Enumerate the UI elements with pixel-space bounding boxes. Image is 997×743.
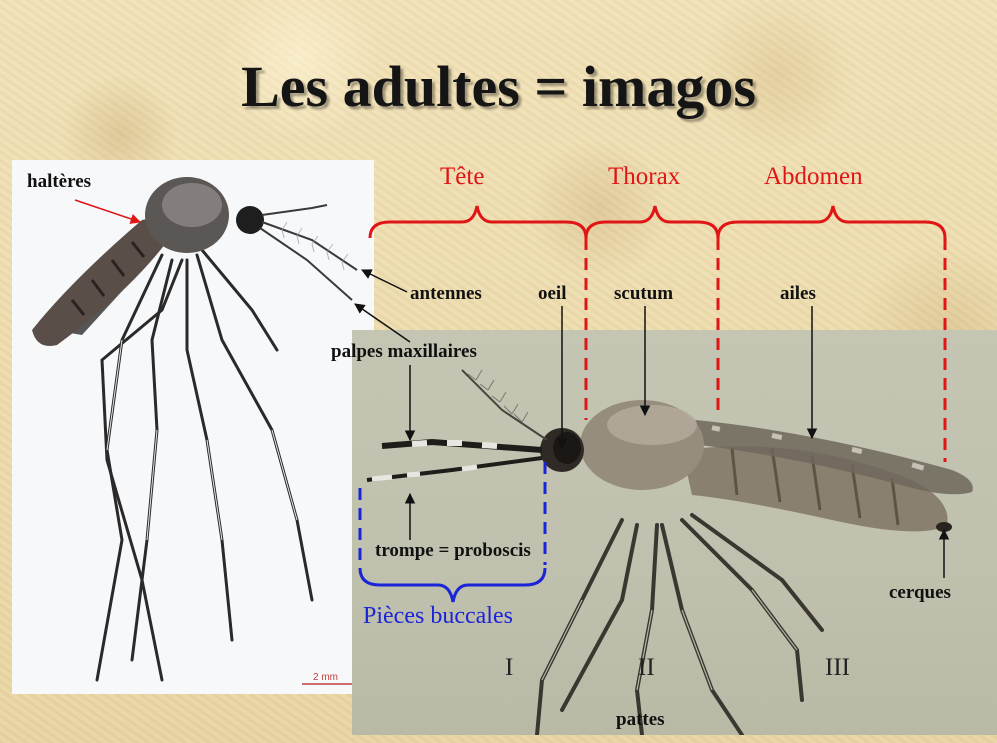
arrow-palpes-left [355, 304, 410, 342]
brace-thorax [586, 206, 718, 238]
segment-abdomen-label: Abdomen [764, 164, 863, 189]
label-pattes: pattes [616, 710, 665, 729]
label-antennes: antennes [410, 284, 482, 303]
label-cerques: cerques [889, 583, 951, 602]
arrow-antennes [362, 270, 407, 292]
arrow-halteres [75, 200, 140, 222]
brace-abdomen [718, 206, 945, 238]
scale-bar-label: 2 mm [313, 673, 338, 683]
leg-numeral-2: II [638, 655, 655, 680]
leg-numeral-3: III [825, 655, 850, 680]
label-scutum: scutum [614, 284, 673, 303]
label-oeil: oeil [538, 284, 567, 303]
label-halteres: haltères [27, 172, 91, 191]
label-trompe-proboscis: trompe = proboscis [375, 541, 531, 560]
brace-pieces-buccales [360, 568, 545, 602]
segment-thorax-label: Thorax [608, 164, 680, 189]
segment-tete-label: Tête [440, 164, 484, 189]
leg-numeral-1: I [505, 655, 513, 680]
label-ailes: ailes [780, 284, 816, 303]
brace-tete [370, 206, 586, 238]
label-palpes-maxillaires: palpes maxillaires [331, 342, 477, 361]
segment-pieces-buccales-label: Pièces buccales [363, 604, 513, 628]
